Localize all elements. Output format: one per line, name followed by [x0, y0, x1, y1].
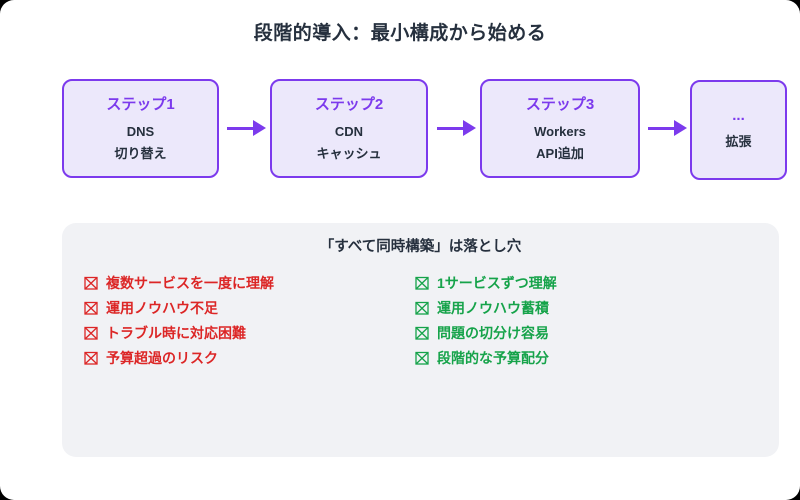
step-title: ... — [732, 107, 745, 124]
step-title: ステップ2 — [314, 95, 384, 113]
step-line: CDN — [334, 123, 364, 139]
positive-item: 運用ノウハウ蓄積 — [415, 295, 557, 320]
step-line: 拡張 — [725, 134, 752, 149]
right-arrow-icon — [227, 120, 267, 136]
negative-item: トラブル時に対応困難 — [84, 320, 274, 345]
pitfall-panel: 「すべて同時構築」は落とし穴 複数サービスを一度に理解 運用ノウハウ不足 トラブ… — [62, 223, 779, 457]
negative-item: 予算超過のリスク — [84, 345, 274, 370]
positive-item: 1サービスずつ理解 — [415, 270, 557, 295]
crossed-box-icon — [415, 326, 429, 340]
step-title: ステップ3 — [525, 95, 595, 113]
arrow-head — [253, 120, 266, 136]
crossed-box-icon — [84, 326, 98, 340]
right-arrow-icon — [437, 120, 477, 136]
step-box-more: ... 拡張 — [690, 80, 787, 180]
page-title: 段階的導入：最小構成から始める — [253, 23, 547, 44]
arrow-head — [463, 120, 476, 136]
negative-item: 運用ノウハウ不足 — [84, 295, 274, 320]
arrow-shaft — [227, 126, 255, 130]
positive-item-label: 運用ノウハウ蓄積 — [437, 299, 549, 316]
step-line: API追加 — [536, 145, 584, 161]
step-box-2: ステップ2 CDN キャッシュ — [270, 79, 428, 178]
crossed-box-icon — [415, 351, 429, 365]
crossed-box-icon — [415, 301, 429, 315]
step-box-1: ステップ1 DNS 切り替え — [62, 79, 219, 178]
step-line: 切り替え — [114, 145, 167, 161]
negative-item-label: トラブル時に対応困難 — [106, 324, 246, 341]
positive-items-column: 1サービスずつ理解 運用ノウハウ蓄積 問題の切分け容易 段階的な予算配分 — [415, 270, 557, 370]
positive-item-label: 問題の切分け容易 — [437, 324, 549, 341]
positive-item: 段階的な予算配分 — [415, 345, 557, 370]
step-box-3: ステップ3 Workers API追加 — [480, 79, 640, 178]
negative-items-column: 複数サービスを一度に理解 運用ノウハウ不足 トラブル時に対応困難 予算超過のリス… — [84, 270, 274, 370]
crossed-box-icon — [84, 301, 98, 315]
negative-item-label: 複数サービスを一度に理解 — [106, 274, 274, 291]
arrow-shaft — [648, 126, 676, 130]
step-line: DNS — [126, 123, 155, 139]
step-title: ステップ1 — [106, 95, 175, 113]
pitfall-panel-title: 「すべて同時構築」は落とし穴 — [319, 239, 522, 255]
negative-item: 複数サービスを一度に理解 — [84, 270, 274, 295]
positive-item-label: 段階的な予算配分 — [437, 349, 549, 366]
arrow-head — [674, 120, 687, 136]
crossed-box-icon — [415, 276, 429, 290]
step-line: キャッシュ — [316, 145, 382, 161]
negative-item-label: 運用ノウハウ不足 — [106, 299, 218, 316]
positive-item: 問題の切分け容易 — [415, 320, 557, 345]
crossed-box-icon — [84, 351, 98, 365]
positive-item-label: 1サービスずつ理解 — [437, 274, 557, 291]
right-arrow-icon — [648, 120, 688, 136]
negative-item-label: 予算超過のリスク — [106, 349, 218, 366]
arrow-shaft — [437, 126, 465, 130]
crossed-box-icon — [84, 276, 98, 290]
step-line: Workers — [534, 123, 586, 139]
